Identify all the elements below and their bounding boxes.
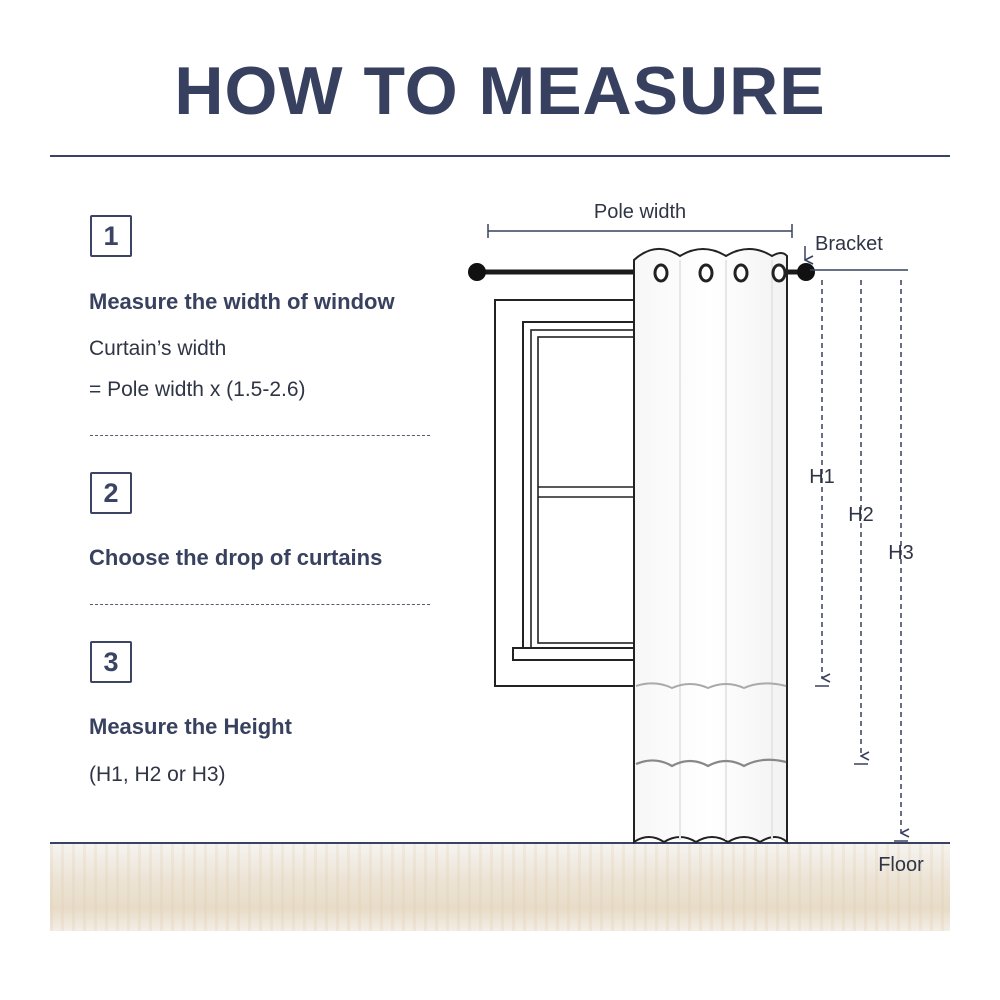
h3-dimension — [894, 280, 908, 842]
step-3-line-1: (H1, H2 or H3) — [89, 763, 226, 786]
step-2-heading: Choose the drop of curtains — [89, 545, 383, 570]
step-3-number-box: 3 — [90, 641, 132, 683]
step-2-number-box: 2 — [90, 472, 132, 514]
pole-width-dimension — [487, 224, 793, 238]
h1-label: H1 — [809, 466, 835, 488]
pole-width-label: Pole width — [594, 201, 686, 223]
step-divider-2 — [90, 604, 430, 605]
title-divider — [50, 155, 950, 157]
bracket-label: Bracket — [815, 233, 883, 255]
floor-line — [50, 842, 950, 844]
step-1-heading: Measure the width of window — [89, 289, 395, 314]
step-1-line-2: = Pole width x (1.5-2.6) — [89, 378, 306, 401]
h2-dimension — [854, 280, 868, 765]
step-1-number-box: 1 — [90, 215, 132, 257]
floor-label: Floor — [878, 854, 924, 876]
step-3-heading: Measure the Height — [89, 714, 292, 739]
curtain-panel — [633, 248, 788, 845]
step-divider-1 — [90, 435, 430, 436]
page-title: HOW TO MEASURE — [174, 53, 826, 129]
h1-dimension — [815, 280, 829, 687]
wooden-floor — [50, 843, 950, 931]
h3-label: H3 — [888, 542, 914, 564]
h2-label: H2 — [848, 504, 874, 526]
window — [494, 299, 641, 687]
step-1-line-1: Curtain’s width — [89, 337, 227, 360]
